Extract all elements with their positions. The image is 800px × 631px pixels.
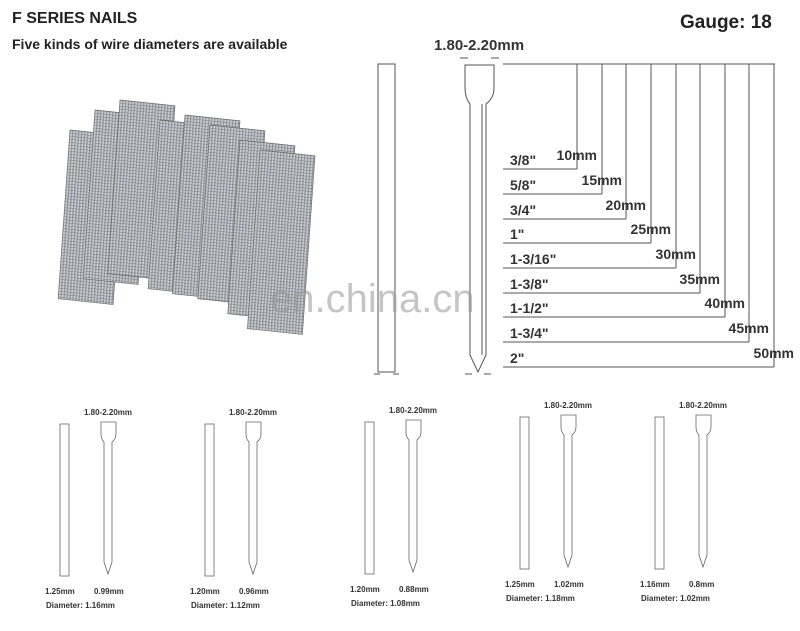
mm-label: 35mm bbox=[680, 271, 720, 287]
mm-label: 25mm bbox=[631, 221, 671, 237]
width-label: 1.20mm bbox=[350, 585, 380, 594]
page-title: F SERIES NAILS bbox=[12, 10, 138, 27]
head-width-label: 1.80-2.20mm bbox=[84, 408, 132, 417]
nail-strip bbox=[247, 149, 316, 335]
nail-side-view bbox=[377, 63, 396, 373]
head-width-label: 1.80-2.20mm bbox=[544, 401, 592, 410]
nail-front-view bbox=[560, 414, 577, 569]
nail-side-view bbox=[654, 416, 665, 570]
inch-label: 1-3/16" bbox=[510, 251, 556, 267]
inch-label: 1-3/8" bbox=[510, 276, 549, 292]
inch-label: 2" bbox=[510, 350, 524, 366]
diameter-label: Diameter: 1.16mm bbox=[46, 601, 115, 610]
head-width-label: 1.80-2.20mm bbox=[679, 401, 727, 410]
gauge-label: Gauge: 18 bbox=[680, 12, 772, 33]
mm-label: 15mm bbox=[582, 172, 622, 188]
nail-side-view bbox=[204, 423, 215, 577]
inch-label: 1-3/4" bbox=[510, 325, 549, 341]
mm-label: 10mm bbox=[557, 147, 597, 163]
inch-label: 5/8" bbox=[510, 177, 536, 193]
head-width-label: 1.80-2.20mm bbox=[434, 37, 524, 54]
width-label: 1.25mm bbox=[45, 587, 75, 596]
head-width-label: 1.80-2.20mm bbox=[389, 406, 437, 415]
main-nail-diagram: 1.80-2.20mm 3/8" 10mm 5/8" 15mm 3/4" 20mm 1" 25m… bbox=[374, 37, 794, 375]
nail-side-view bbox=[59, 423, 70, 577]
thickness-label: 0.8mm bbox=[689, 580, 714, 589]
diameter-label: Diameter: 1.02mm bbox=[641, 594, 710, 603]
thickness-label: 0.88mm bbox=[399, 585, 429, 594]
nail-front-view bbox=[695, 414, 712, 569]
mm-label: 45mm bbox=[729, 320, 769, 336]
diameter-label: Diameter: 1.18mm bbox=[506, 594, 575, 603]
mm-label: 40mm bbox=[705, 295, 745, 311]
nail-side-view bbox=[364, 421, 375, 575]
nail-front-view bbox=[245, 421, 262, 576]
nail-front-view bbox=[464, 64, 495, 374]
thickness-label: 1.02mm bbox=[554, 580, 584, 589]
inch-label: 3/8" bbox=[510, 152, 536, 168]
diameter-label: Diameter: 1.12mm bbox=[191, 601, 260, 610]
mm-label: 30mm bbox=[656, 246, 696, 262]
nail-front-view bbox=[100, 421, 117, 576]
nail-side-view bbox=[519, 416, 530, 570]
nail-strips-photo bbox=[57, 99, 316, 335]
inch-label: 3/4" bbox=[510, 202, 536, 218]
diameter-label: Diameter: 1.08mm bbox=[351, 599, 420, 608]
inch-label: 1-1/2" bbox=[510, 300, 549, 316]
nail-front-view bbox=[405, 419, 422, 574]
width-label: 1.20mm bbox=[190, 587, 220, 596]
thickness-label: 0.99mm bbox=[94, 587, 124, 596]
mm-label: 50mm bbox=[754, 345, 794, 361]
thickness-label: 0.96mm bbox=[239, 587, 269, 596]
inch-label: 1" bbox=[510, 226, 524, 242]
mm-label: 20mm bbox=[606, 197, 646, 213]
subtitle: Five kinds of wire diameters are availab… bbox=[12, 36, 288, 52]
width-label: 1.16mm bbox=[640, 580, 670, 589]
watermark: en.china.cn bbox=[270, 277, 475, 321]
head-width-label: 1.80-2.20mm bbox=[229, 408, 277, 417]
width-label: 1.25mm bbox=[505, 580, 535, 589]
